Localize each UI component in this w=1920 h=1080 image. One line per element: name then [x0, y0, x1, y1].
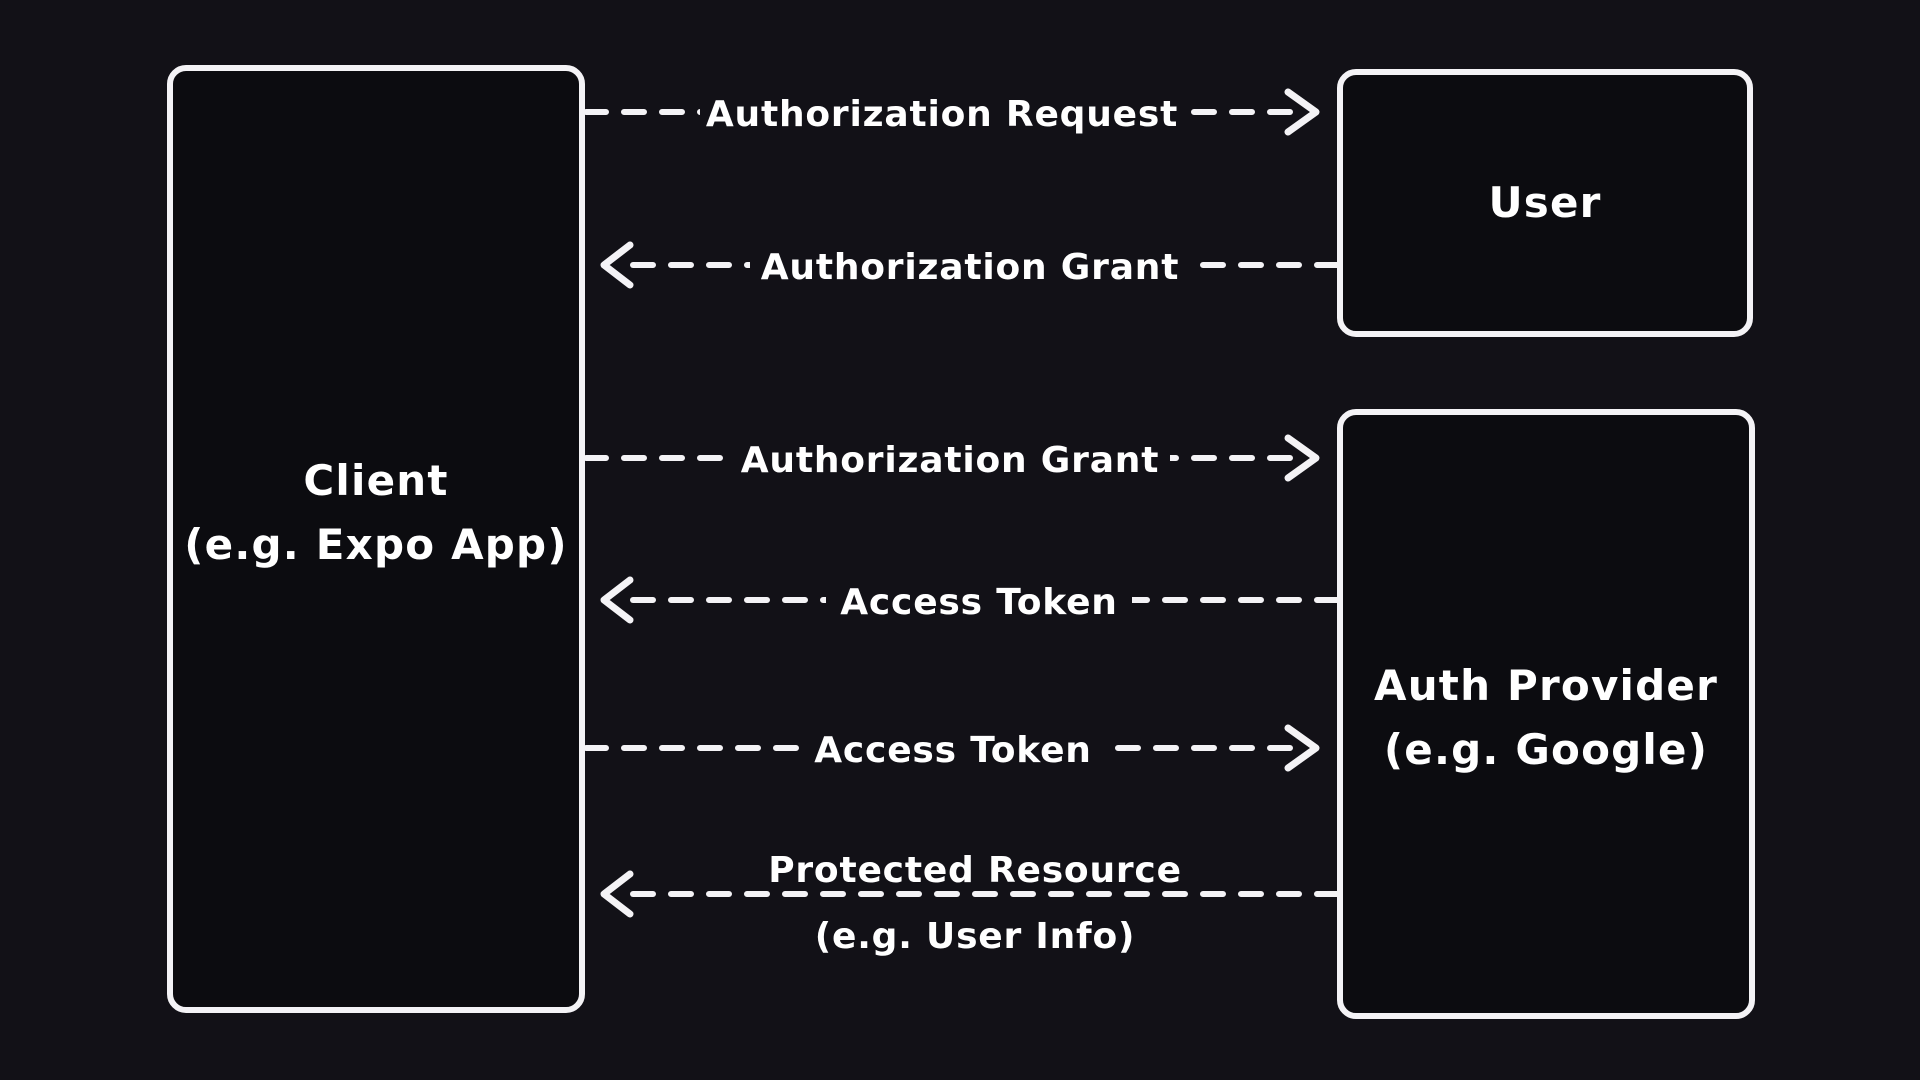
edge-6-label-text-line2: (e.g. User Info) — [815, 916, 1136, 957]
node-user-box[interactable] — [1337, 69, 1753, 337]
node-user-label-line1: User — [1488, 178, 1601, 227]
edge-2-label: Authorization Grant — [750, 237, 1190, 293]
edge-1-label-text: Authorization Request — [706, 94, 1178, 135]
node-client-label-line1: Client — [303, 456, 448, 505]
edge-3-label: Authorization Grant — [730, 430, 1170, 486]
node-client-label-line2: (e.g. Expo App) — [184, 520, 567, 569]
edge-6-label-text-line1: Protected Resource — [768, 850, 1182, 891]
node-auth-provider-label-line1: Auth Provider — [1374, 661, 1718, 710]
node-client-box[interactable] — [167, 65, 585, 1013]
node-auth-provider-box[interactable] — [1337, 409, 1755, 1019]
edge-1-label: Authorization Request — [700, 84, 1184, 140]
edge-5-label: Access Token — [800, 720, 1106, 776]
edge-4-label: Access Token — [826, 572, 1132, 628]
edge-3-label-text: Authorization Grant — [741, 440, 1159, 481]
edge-4-label-text: Access Token — [840, 582, 1117, 623]
edge-5-label-text: Access Token — [814, 730, 1091, 771]
edge-2-label-text: Authorization Grant — [761, 247, 1179, 288]
node-auth-provider-label-line2: (e.g. Google) — [1384, 725, 1708, 774]
edge-6-label: Protected Resource (e.g. User Info) — [760, 838, 1200, 957]
edge-6-connector — [600, 870, 1340, 918]
